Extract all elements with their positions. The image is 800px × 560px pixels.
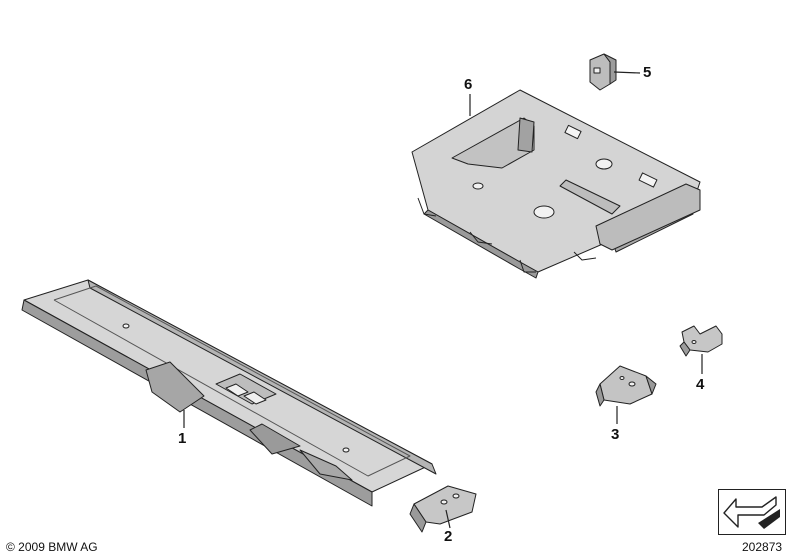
- leader-line-5: [613, 71, 641, 74]
- parts-list-arrow-icon[interactable]: [718, 489, 786, 535]
- copyright-notice: © 2009 BMW AG: [6, 540, 98, 554]
- callout-2[interactable]: 2: [444, 528, 453, 545]
- callout-6[interactable]: 6: [464, 76, 473, 93]
- callout-5[interactable]: 5: [643, 64, 652, 81]
- part-5-bracket[interactable]: [589, 53, 617, 91]
- part-6-mounting-plate[interactable]: [411, 89, 701, 279]
- part-1-floor-rail[interactable]: [21, 279, 437, 507]
- callout-1[interactable]: 1: [178, 430, 187, 447]
- part-3-bracket[interactable]: [595, 365, 657, 407]
- leader-lines: [183, 71, 703, 529]
- part-4-bracket[interactable]: [679, 325, 723, 357]
- callout-4[interactable]: 4: [696, 376, 705, 393]
- part-2-bracket[interactable]: [409, 485, 477, 533]
- leader-line-2: [445, 509, 451, 529]
- drawing-number: 202873: [742, 540, 783, 554]
- callout-3[interactable]: 3: [611, 426, 620, 443]
